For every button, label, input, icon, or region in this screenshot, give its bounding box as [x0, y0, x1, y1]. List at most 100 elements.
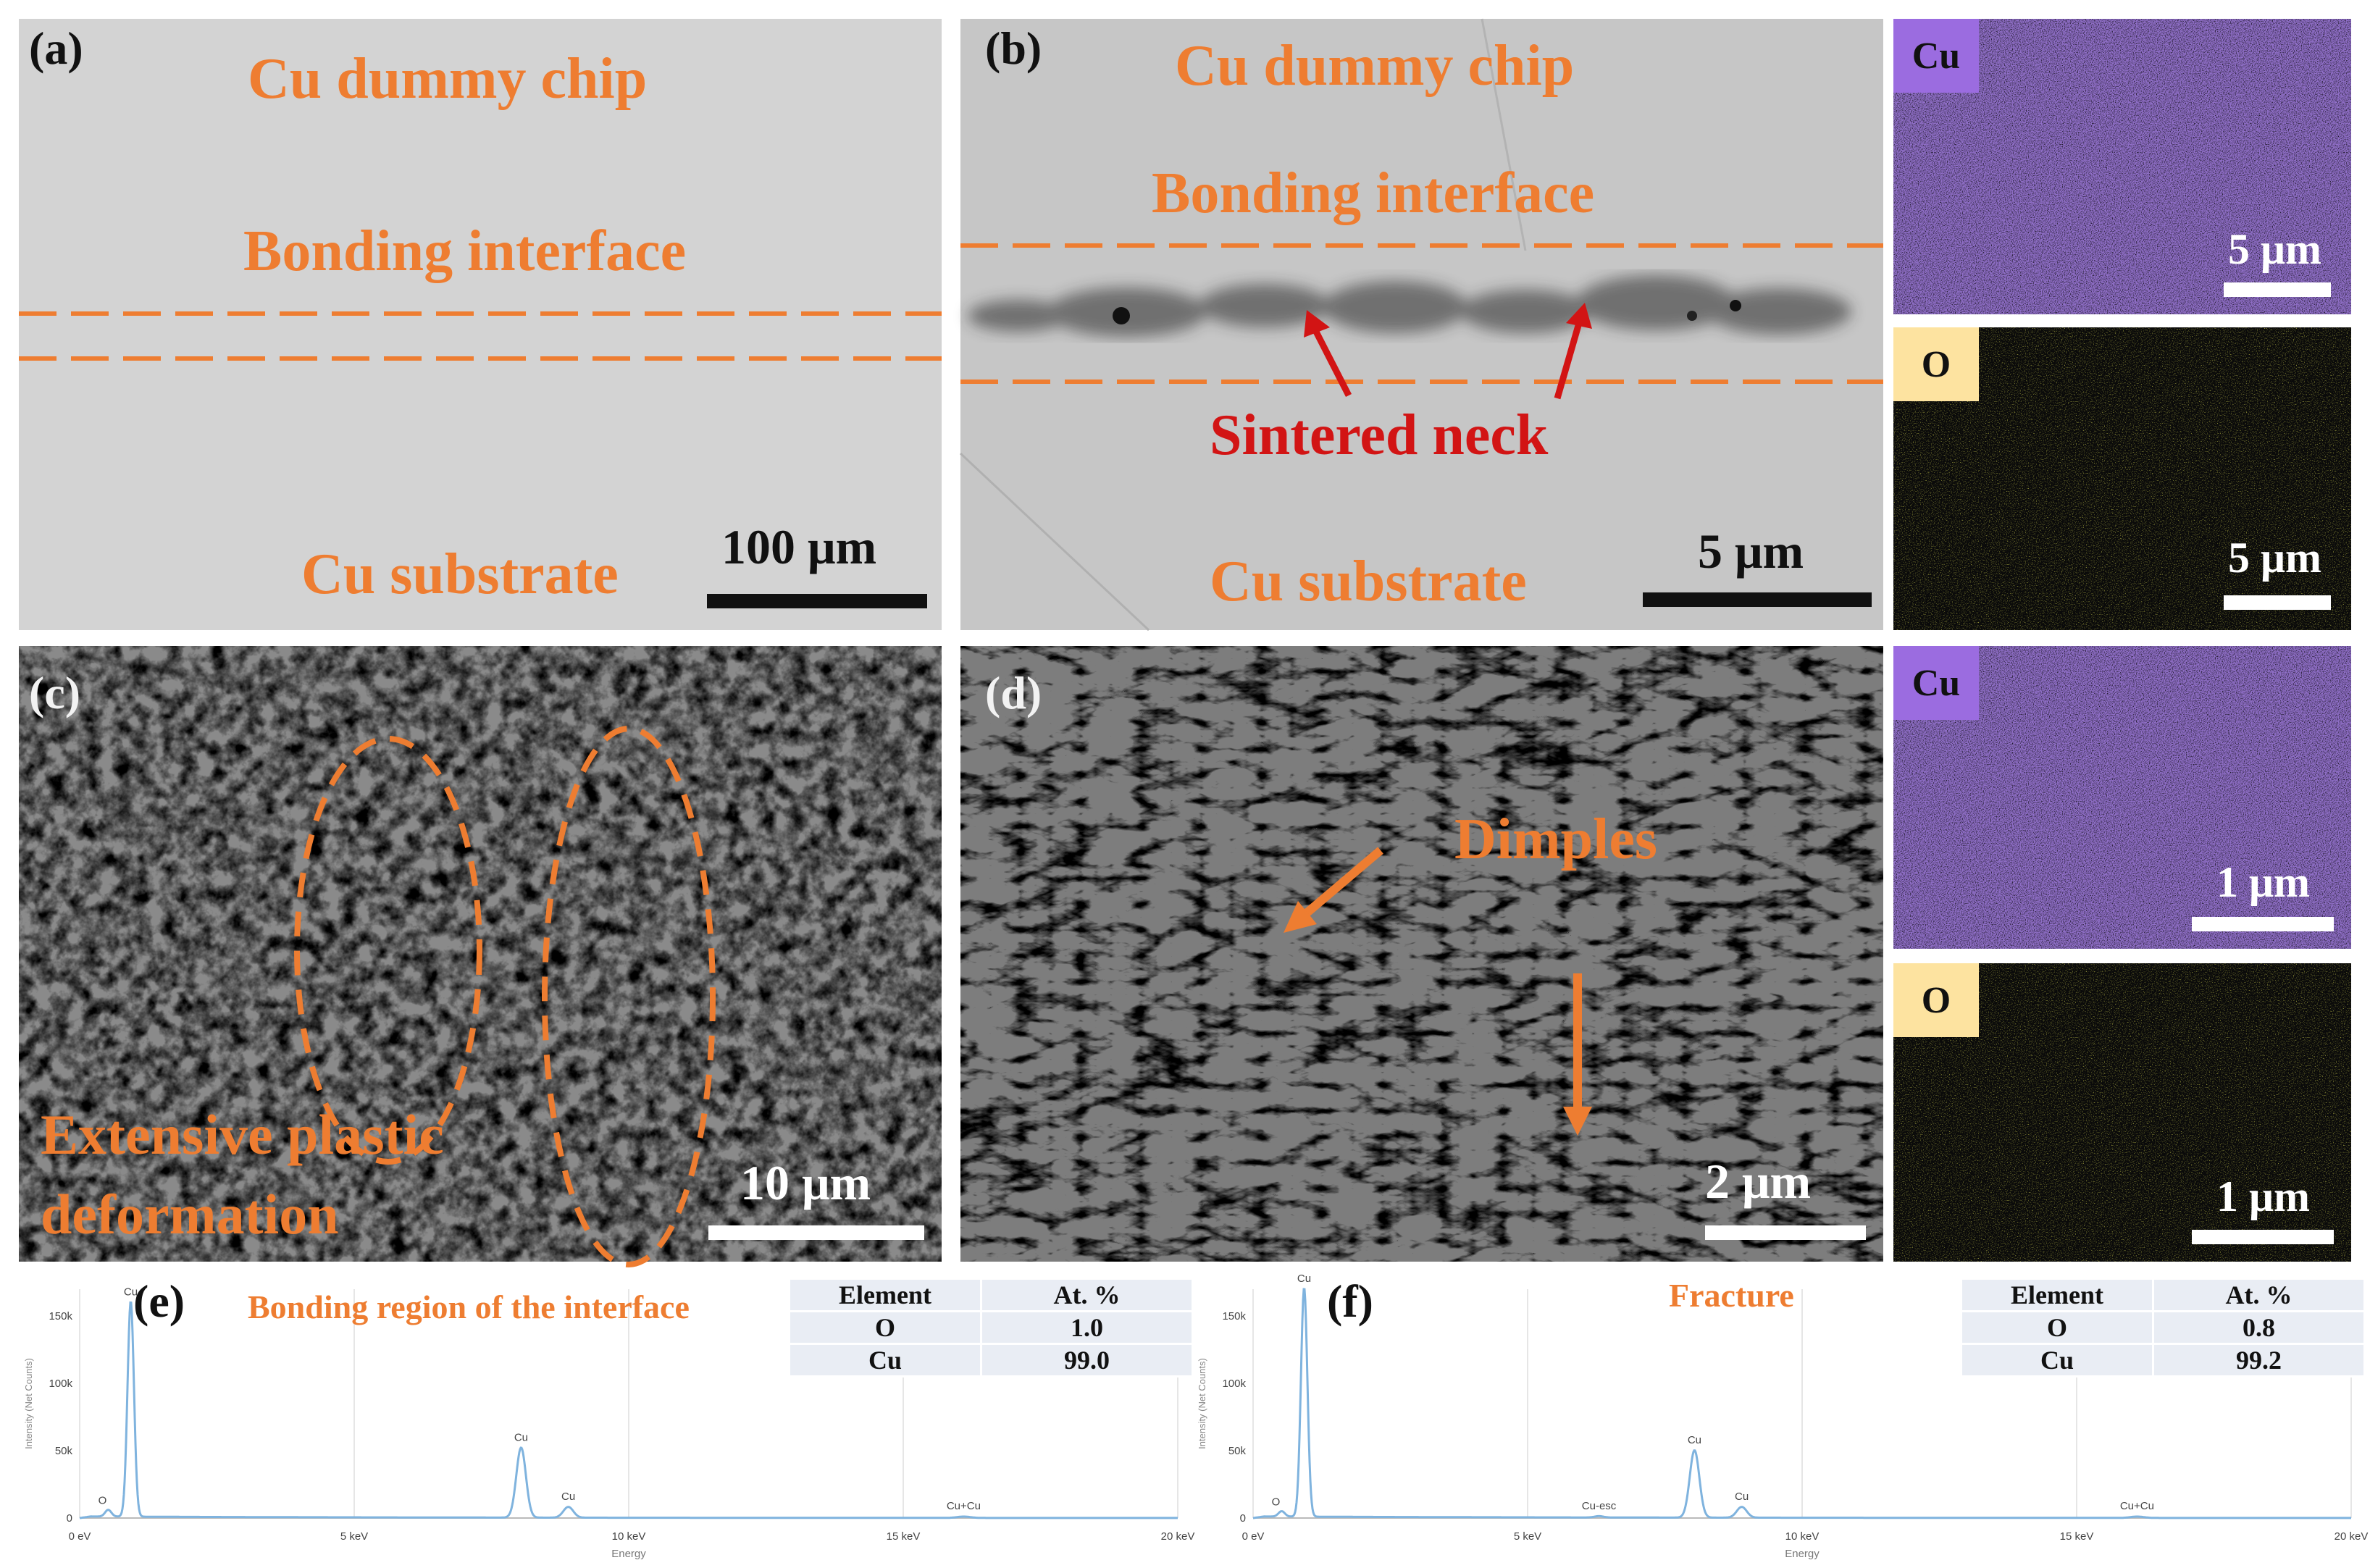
- spectrum-line: [79, 1301, 1178, 1519]
- table-cell: At. %: [2152, 1278, 2366, 1312]
- y-axis-label: Intensity (Net Counts): [23, 1358, 34, 1449]
- panel-label-c: (c): [29, 667, 81, 718]
- panel-b-bottom-text: Cu substrate: [1210, 550, 1527, 613]
- neck-arrows: [1304, 303, 1592, 400]
- table-cell: Cu: [788, 1343, 982, 1378]
- panel-b: (b) Cu dummy chip Bonding interface Sint…: [959, 18, 1883, 632]
- element-tag: O: [1893, 327, 1979, 401]
- y-axis-label: Intensity (Net Counts): [1197, 1358, 1207, 1449]
- table-row: Element At. %: [1960, 1278, 2366, 1312]
- peak-label: Cu: [1297, 1273, 1311, 1285]
- panel-d: (d) Dimples 2 μm: [960, 646, 1883, 1262]
- y-tick-label: 150k: [1222, 1310, 1246, 1322]
- table-cell: 99.0: [980, 1343, 1194, 1378]
- panel-label-f: (f): [1327, 1275, 1373, 1327]
- panel-label-a: (a): [29, 22, 83, 74]
- table-row: Cu 99.0: [788, 1343, 1194, 1378]
- peak-label: Cu: [124, 1286, 138, 1299]
- spectrum-title: Bonding region of the interface: [248, 1288, 690, 1325]
- y-tick-label: 150k: [49, 1310, 72, 1322]
- table-cell: Element: [1960, 1278, 2154, 1312]
- deformation-outline: [542, 726, 716, 1267]
- map-d-o: O 1 μm: [1893, 963, 2351, 1262]
- table-row: O 0.8: [1960, 1310, 2366, 1345]
- x-tick-label: 0 eV: [1242, 1530, 1265, 1543]
- interface-dashed-line: [960, 380, 1883, 384]
- map-b-o: O 5 μm: [1893, 327, 2351, 630]
- peak-label: Cu: [561, 1491, 575, 1503]
- panel-a-bottom-text: Cu substrate: [301, 542, 619, 606]
- scale-bar-label: 1 μm: [2216, 858, 2310, 906]
- x-tick-label: 10 keV: [1785, 1530, 1820, 1543]
- scale-bar-label: 5 μm: [2228, 534, 2321, 582]
- interface-dashed-line: [960, 243, 1883, 248]
- table-cell: 0.8: [2152, 1310, 2366, 1345]
- panel-c-text-line1: Extensive plastic: [41, 1103, 444, 1166]
- scale-bar: [1643, 592, 1872, 607]
- table-cell: 99.2: [2152, 1343, 2366, 1378]
- table-row: Element At. %: [788, 1278, 1194, 1312]
- element-tag: O: [1893, 963, 1979, 1037]
- scale-bar: [707, 594, 927, 608]
- interface-dashed-line: [19, 311, 942, 316]
- spectrum-e: 0 eV 5 keV 10 keV 15 keV 20 keV 0 50k 100k 150k E…: [19, 1275, 1194, 1568]
- peak-label: Cu: [514, 1431, 528, 1443]
- panel-b-mid-text: Bonding interface: [1152, 162, 1595, 225]
- panel-c: (c) Extensive plastic deformation 10 μm: [19, 646, 942, 1267]
- panel-label-d: (d): [985, 667, 1042, 718]
- panel-a: (a) Cu dummy chip Bonding interface Cu s…: [19, 19, 942, 630]
- y-tick-label: 0: [67, 1512, 72, 1525]
- table-cell: Element: [788, 1278, 982, 1312]
- table-row: Cu 99.2: [1960, 1343, 2366, 1378]
- peak-label: O: [99, 1495, 107, 1507]
- scale-bar-label: 2 μm: [1705, 1154, 1812, 1209]
- element-tag: Cu: [1893, 19, 1979, 93]
- panel-label-e: (e): [133, 1275, 185, 1327]
- y-tick-label: 50k: [1228, 1445, 1247, 1457]
- x-axis-label: Energy: [1785, 1548, 1820, 1560]
- peak-label: Cu: [1688, 1434, 1701, 1446]
- map-d-cu: Cu 1 μm: [1893, 646, 2351, 949]
- eds-table: Element At. % O 1.0 Cu 99.0: [788, 1278, 1194, 1378]
- peak-label: O: [1272, 1496, 1281, 1509]
- x-tick-label: 20 keV: [2335, 1530, 2369, 1543]
- scale-bar: [2192, 917, 2334, 931]
- scale-bar: [1705, 1225, 1866, 1240]
- panel-a-top-text: Cu dummy chip: [248, 47, 648, 111]
- panel-b-neck-text: Sintered neck: [1210, 403, 1549, 467]
- table-cell: At. %: [980, 1278, 1194, 1312]
- peak-label: Cu-esc: [1582, 1500, 1617, 1512]
- peak-label: Cu: [1735, 1491, 1749, 1503]
- scale-bar-label: 5 μm: [2228, 225, 2321, 273]
- scale-bar: [2192, 1230, 2334, 1244]
- x-tick-label: 0 eV: [69, 1530, 91, 1543]
- map-b-cu: Cu 5 μm: [1893, 19, 2351, 314]
- scale-bar: [2224, 282, 2331, 297]
- table-cell: O: [1960, 1310, 2154, 1345]
- x-tick-label: 5 keV: [1514, 1530, 1541, 1543]
- interface-dashed-line: [19, 356, 942, 361]
- y-tick-label: 100k: [49, 1378, 72, 1390]
- scale-bar-label: 10 μm: [740, 1155, 871, 1210]
- eds-table: Element At. % O 0.8 Cu 99.2: [1960, 1278, 2366, 1378]
- x-tick-label: 15 keV: [887, 1530, 921, 1543]
- sintered-band: [959, 18, 1851, 632]
- x-tick-label: 10 keV: [612, 1530, 646, 1543]
- panel-label-b: (b): [985, 22, 1042, 74]
- y-tick-label: 0: [1240, 1512, 1246, 1525]
- y-tick-label: 50k: [55, 1445, 73, 1457]
- spectrum-title: Fracture: [1669, 1277, 1794, 1314]
- scale-bar-label: 1 μm: [2216, 1173, 2310, 1220]
- panel-b-top-text: Cu dummy chip: [1175, 34, 1575, 98]
- y-tick-label: 100k: [1222, 1378, 1246, 1390]
- x-tick-label: 5 keV: [340, 1530, 368, 1543]
- table-row: O 1.0: [788, 1310, 1194, 1345]
- x-tick-label: 20 keV: [1161, 1530, 1195, 1543]
- x-tick-label: 15 keV: [2060, 1530, 2094, 1543]
- deformation-outline: [294, 736, 482, 1165]
- table-cell: Cu: [1960, 1343, 2154, 1378]
- table-cell: 1.0: [980, 1310, 1194, 1345]
